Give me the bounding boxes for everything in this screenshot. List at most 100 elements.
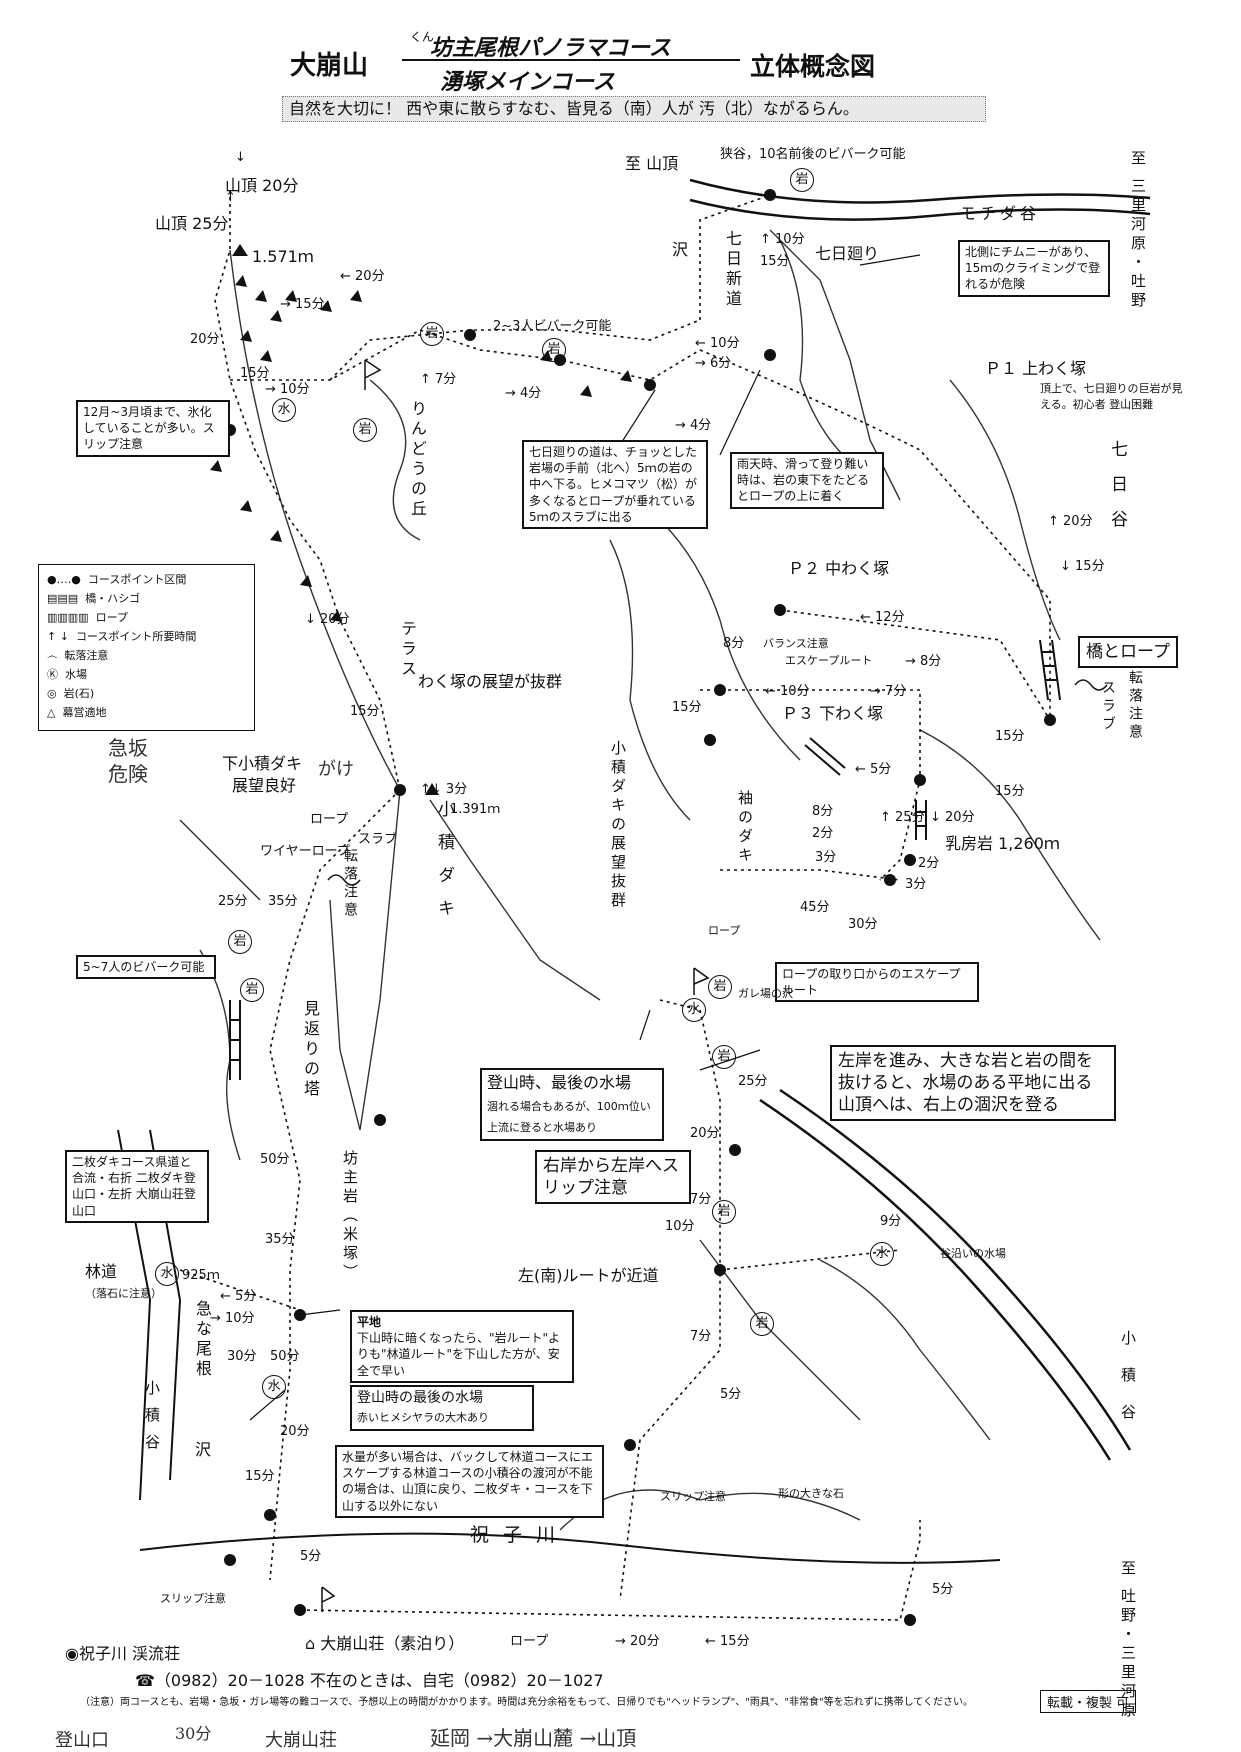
time-t25: 15分	[995, 729, 1025, 744]
label-wakutsuka-view: わく塚の展望が抜群	[418, 672, 563, 691]
note-last-water: 登山時、最後の水場涸れる場合もあるが、100ｍ位い上流に登ると水場あり	[480, 1068, 664, 1141]
footer-copyright: 転載・複製 可	[1040, 1690, 1137, 1713]
note-flat: 平地下山時に暗くなったら、"岩ルート"よりも"林道ルート"を下山した方が、安全で…	[350, 1310, 574, 1383]
label-to-summit: 至 山頂	[625, 154, 679, 173]
label-ringo: りんどうの丘	[408, 400, 427, 520]
footer-lodge1: ◉祝子川 渓流荘	[65, 1644, 181, 1663]
kozumi-river	[759, 1098, 1112, 1461]
time-t36: 30分	[848, 917, 878, 932]
water-icon-4: 水	[682, 998, 706, 1022]
time-t48: 25分	[738, 1074, 768, 1089]
label-kozumi-tani: 小積谷	[143, 1380, 161, 1461]
summit-1571-marker	[232, 244, 248, 256]
mountain-name: 大崩山	[290, 51, 369, 81]
label-tenraku2: 転落注意	[342, 848, 358, 920]
time-t47: 5分	[300, 1549, 322, 1564]
arrow-summit20: ↓	[235, 150, 246, 165]
label-kyuna: 急な尾根	[193, 1300, 212, 1380]
note-nimai: 二枚ダキコース県道と合流・右折 二枚ダキ登山口・左折 大崩山荘登山口	[65, 1150, 209, 1223]
label-fall-note: 転落注意	[1127, 670, 1143, 742]
legend-item-course: ●‥‥● コースポイント区間	[47, 573, 187, 586]
time-t56: → 20分	[615, 1634, 660, 1649]
legend-item-fall: ෴ 転落注意	[47, 649, 109, 662]
time-t10: → 6分	[695, 356, 732, 371]
label-kozumi-view: 小積ダキの展望抜群	[609, 740, 627, 911]
hand-gake: がけ	[318, 759, 354, 780]
time-t16: ↓ 20分	[305, 612, 350, 627]
time-t2: ← 20分	[340, 269, 385, 284]
label-rakuseki: （落石に注意）	[85, 1287, 162, 1300]
label-p1: Ｐ１ 上わく塚	[985, 359, 1087, 378]
time-t35: 45分	[800, 900, 830, 915]
time-t26: ← 5分	[855, 762, 892, 777]
summit-1391-marker	[425, 783, 439, 795]
label-rope2: ロープ	[310, 812, 349, 827]
footer-phone: ☎（0982）20－1028 不在のときは、自宅（0982）20－1027	[135, 1671, 604, 1690]
time-t33: 2分	[918, 856, 940, 871]
time-t43: 30分	[227, 1349, 257, 1364]
diagram-title: 立体概念図	[750, 52, 876, 81]
time-t34: 3分	[905, 877, 927, 892]
iwai-river	[139, 1532, 1001, 1564]
mochida-river	[689, 178, 1151, 204]
label-gaba: ガレ場の沢	[738, 987, 793, 1000]
note-left-bank: 左岸を進み、大きな岩と岩の間を抜けると、水場のある平地に出る山頂へは、右上の涸沢…	[830, 1045, 1116, 1122]
time-t4: 20分	[190, 332, 220, 347]
water-icon-2: 水	[155, 1262, 179, 1286]
label-nanahi-shindo: 七日新道	[723, 230, 742, 310]
time-t39: 50分	[260, 1152, 290, 1167]
time-t51: 10分	[665, 1219, 695, 1234]
legend-item-tent: △ 幕営適地	[47, 706, 107, 719]
water-icon-1: 水	[272, 398, 296, 422]
mochida-river-bank	[689, 198, 1151, 221]
hand-bottom1: 登山口	[55, 1730, 109, 1751]
rock-icon-top: 岩	[790, 168, 814, 192]
course-main: 湧塚メインコース	[440, 70, 615, 95]
label-pt925: 925ｍ	[182, 1268, 220, 1283]
label-shimo-kozumi: 下小積ダキ	[222, 754, 303, 773]
note-last-water2: 登山時の最後の水場赤いヒメシヤラの大木あり	[350, 1385, 534, 1431]
time-t45: 20分	[280, 1424, 310, 1439]
note-freeze: 12月~3月頃まで、氷化していることが多い。スリップ注意	[76, 400, 230, 457]
time-t18: ↑↓ 3分	[420, 782, 468, 797]
note-right-to-left: 右岸から左岸へスリップ注意	[535, 1150, 691, 1205]
time-t53: 7分	[690, 1329, 712, 1344]
label-to-mikawa-bot: 至 吐野・三里河原	[1119, 1560, 1137, 1721]
time-t38: 35分	[268, 894, 298, 909]
note-rain: 雨天時、滑って登り難い時は、岩の東下をたどるとロープの上に着く	[730, 452, 884, 509]
hand-bottom2: 30分	[175, 1724, 212, 1743]
label-pt1391: 1.391ｍ	[450, 802, 501, 817]
label-summit20: 山頂 20分	[225, 176, 299, 195]
time-t54: 5分	[720, 1387, 742, 1402]
label-iwai-river: 祝子川	[470, 1524, 570, 1546]
time-t41: ← 5分	[220, 1289, 257, 1304]
time-t52: 9分	[880, 1214, 902, 1229]
label-rope-bottom: ロープ	[510, 1634, 549, 1649]
rock-icon-5: 岩	[240, 978, 264, 1002]
time-t13: 15分	[760, 254, 790, 269]
note-bivouac57: 5~7人のビバーク可能	[76, 955, 216, 980]
label-slip2: スリップ注意	[660, 1490, 726, 1503]
label-kozumi-daki: 小積ダキ	[434, 800, 454, 932]
time-t3: → 15分	[280, 297, 325, 312]
label-left-route: 左(南)ルートが近道	[518, 1266, 659, 1285]
tent-flags	[321, 359, 710, 1612]
label-slab: スラブ	[1100, 680, 1116, 734]
kozumi-river-bank	[779, 1088, 1132, 1451]
label-to-mikawa-top: 至 三里河原・吐野	[1129, 150, 1147, 311]
fall-warning-squiggles	[327, 679, 1108, 886]
label-slab2: スラブ	[358, 832, 398, 847]
label-shimo-kozumi2: 展望良好	[232, 776, 297, 795]
time-t12: ↑ 10分	[760, 232, 805, 247]
time-t42: → 10分	[210, 1311, 255, 1326]
time-t17: 15分	[350, 704, 380, 719]
time-t23: → 7分	[870, 684, 907, 699]
label-slip1: スリップ注意	[160, 1592, 226, 1605]
rock-icon-3: 岩	[542, 338, 566, 362]
time-t28: ↓ 20分	[930, 810, 975, 825]
label-sawa1: 沢	[672, 240, 689, 259]
rock-icon-4: 岩	[228, 930, 252, 954]
legend-item-rock: ◎ 岩(石)	[47, 687, 95, 700]
label-chibusa: 乳房岩 1,260ｍ	[945, 834, 1060, 853]
time-t44: 50分	[270, 1349, 300, 1364]
